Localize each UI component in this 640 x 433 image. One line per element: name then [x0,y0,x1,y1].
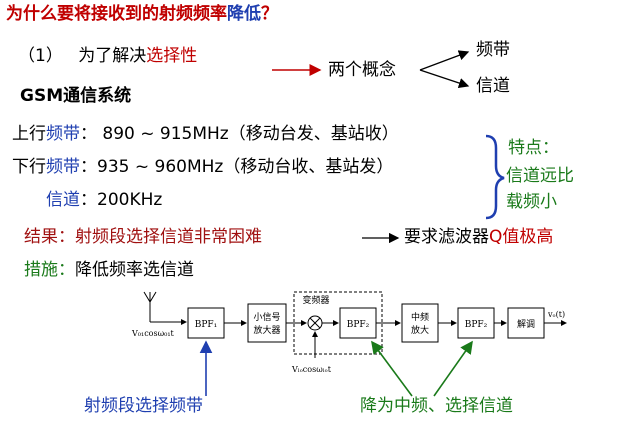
channel-key: 信道 [46,190,80,210]
bpf2-block-2 [457,307,495,339]
gsm-title: GSM通信系统 [20,86,132,106]
title-part2: 降低 [227,4,261,24]
concepts-label: 两个概念 [328,60,396,80]
result-req2: Q值极高 [489,227,554,247]
if-amplifier-block [401,303,439,343]
measure-line: 措施：降低频率选信道 [24,262,194,279]
bpf2-label-1: BPF₂ [347,320,370,330]
bpf1-block [187,307,225,339]
point-1-number: （1） [18,46,63,66]
amplifier-label-2: 放大器 [253,324,280,336]
channel-line: 信道：200KHz [46,192,162,209]
fork-arrow-channel [419,69,470,89]
uplink-line: 上行频带： 890 ~ 915MHz（移动台发、基站收） [12,126,399,143]
demodulator-block [507,307,545,339]
concept-channel: 信道 [476,76,510,96]
uplink-key: 频带 [46,124,80,144]
mixer-label: 变频器 [302,294,329,306]
uplink-prefix: 上行 [12,124,46,144]
antenna-icon [143,291,157,322]
result-requirement: 要求滤波器Q值极高 [404,229,553,246]
mixer-icon [307,315,323,331]
point-1-text: 为了解决 [78,46,147,66]
lo-signal-label: Vₗₒcosωₗₒt [291,365,332,374]
channel-value: ：200KHz [80,190,163,210]
feature-brace [485,134,505,220]
measure-label: 措施： [24,260,75,280]
title-part1: 为什么要将接收到的射频频率 [6,4,227,24]
point-1: （1） 为了解决选择性 [18,48,197,65]
point-1-highlight: 选择性 [146,46,198,66]
slide-title: 为什么要将接收到的射频频率降低？ [6,6,278,23]
measure-text: 降低频率选信道 [75,260,194,280]
input-signal-label: V₀₁cosω₀₁t [131,329,175,338]
downlink-value: ：935 ~ 960MHz（移动台收、基站发） [80,157,394,177]
annotation-if-channel: 降为中频、选择信道 [360,396,513,416]
if-amplifier-label-2: 放大 [411,324,429,336]
features-line2: 载频小 [506,192,557,212]
features-line1: 信道远比 [506,166,574,186]
downlink-prefix: 下行 [12,157,46,177]
uplink-value: ： 890 ~ 915MHz（移动台发、基站收） [80,124,399,144]
annotation-rf-band: 射频段选择频带 [84,396,203,416]
result-text: 射频段选择信道非常困难 [75,227,262,247]
concept-band: 频带 [476,40,510,60]
downlink-key: 频带 [46,157,80,177]
bpf2-label-2: BPF₂ [465,320,488,330]
if-amplifier-label-1: 中频 [411,311,429,323]
annotation-arrow-if-2 [433,340,473,397]
output-signal-label: vₒ(t) [547,310,565,319]
title-part3: ？ [261,4,278,24]
amplifier-label-1: 小信号 [253,311,280,323]
result-label: 结果： [24,227,75,247]
result-req1: 要求滤波器 [404,227,489,247]
amplifier-block [247,303,287,343]
features-title: 特点： [508,138,559,158]
bpf1-label: BPF₁ [195,320,218,330]
demodulator-label: 解调 [517,318,535,330]
fork-arrow-band [419,50,470,71]
result-line: 结果：射频段选择信道非常困难 [24,229,262,246]
annotation-arrow-if-1 [371,340,413,397]
downlink-line: 下行频带：935 ~ 960MHz（移动台收、基站发） [12,159,393,176]
